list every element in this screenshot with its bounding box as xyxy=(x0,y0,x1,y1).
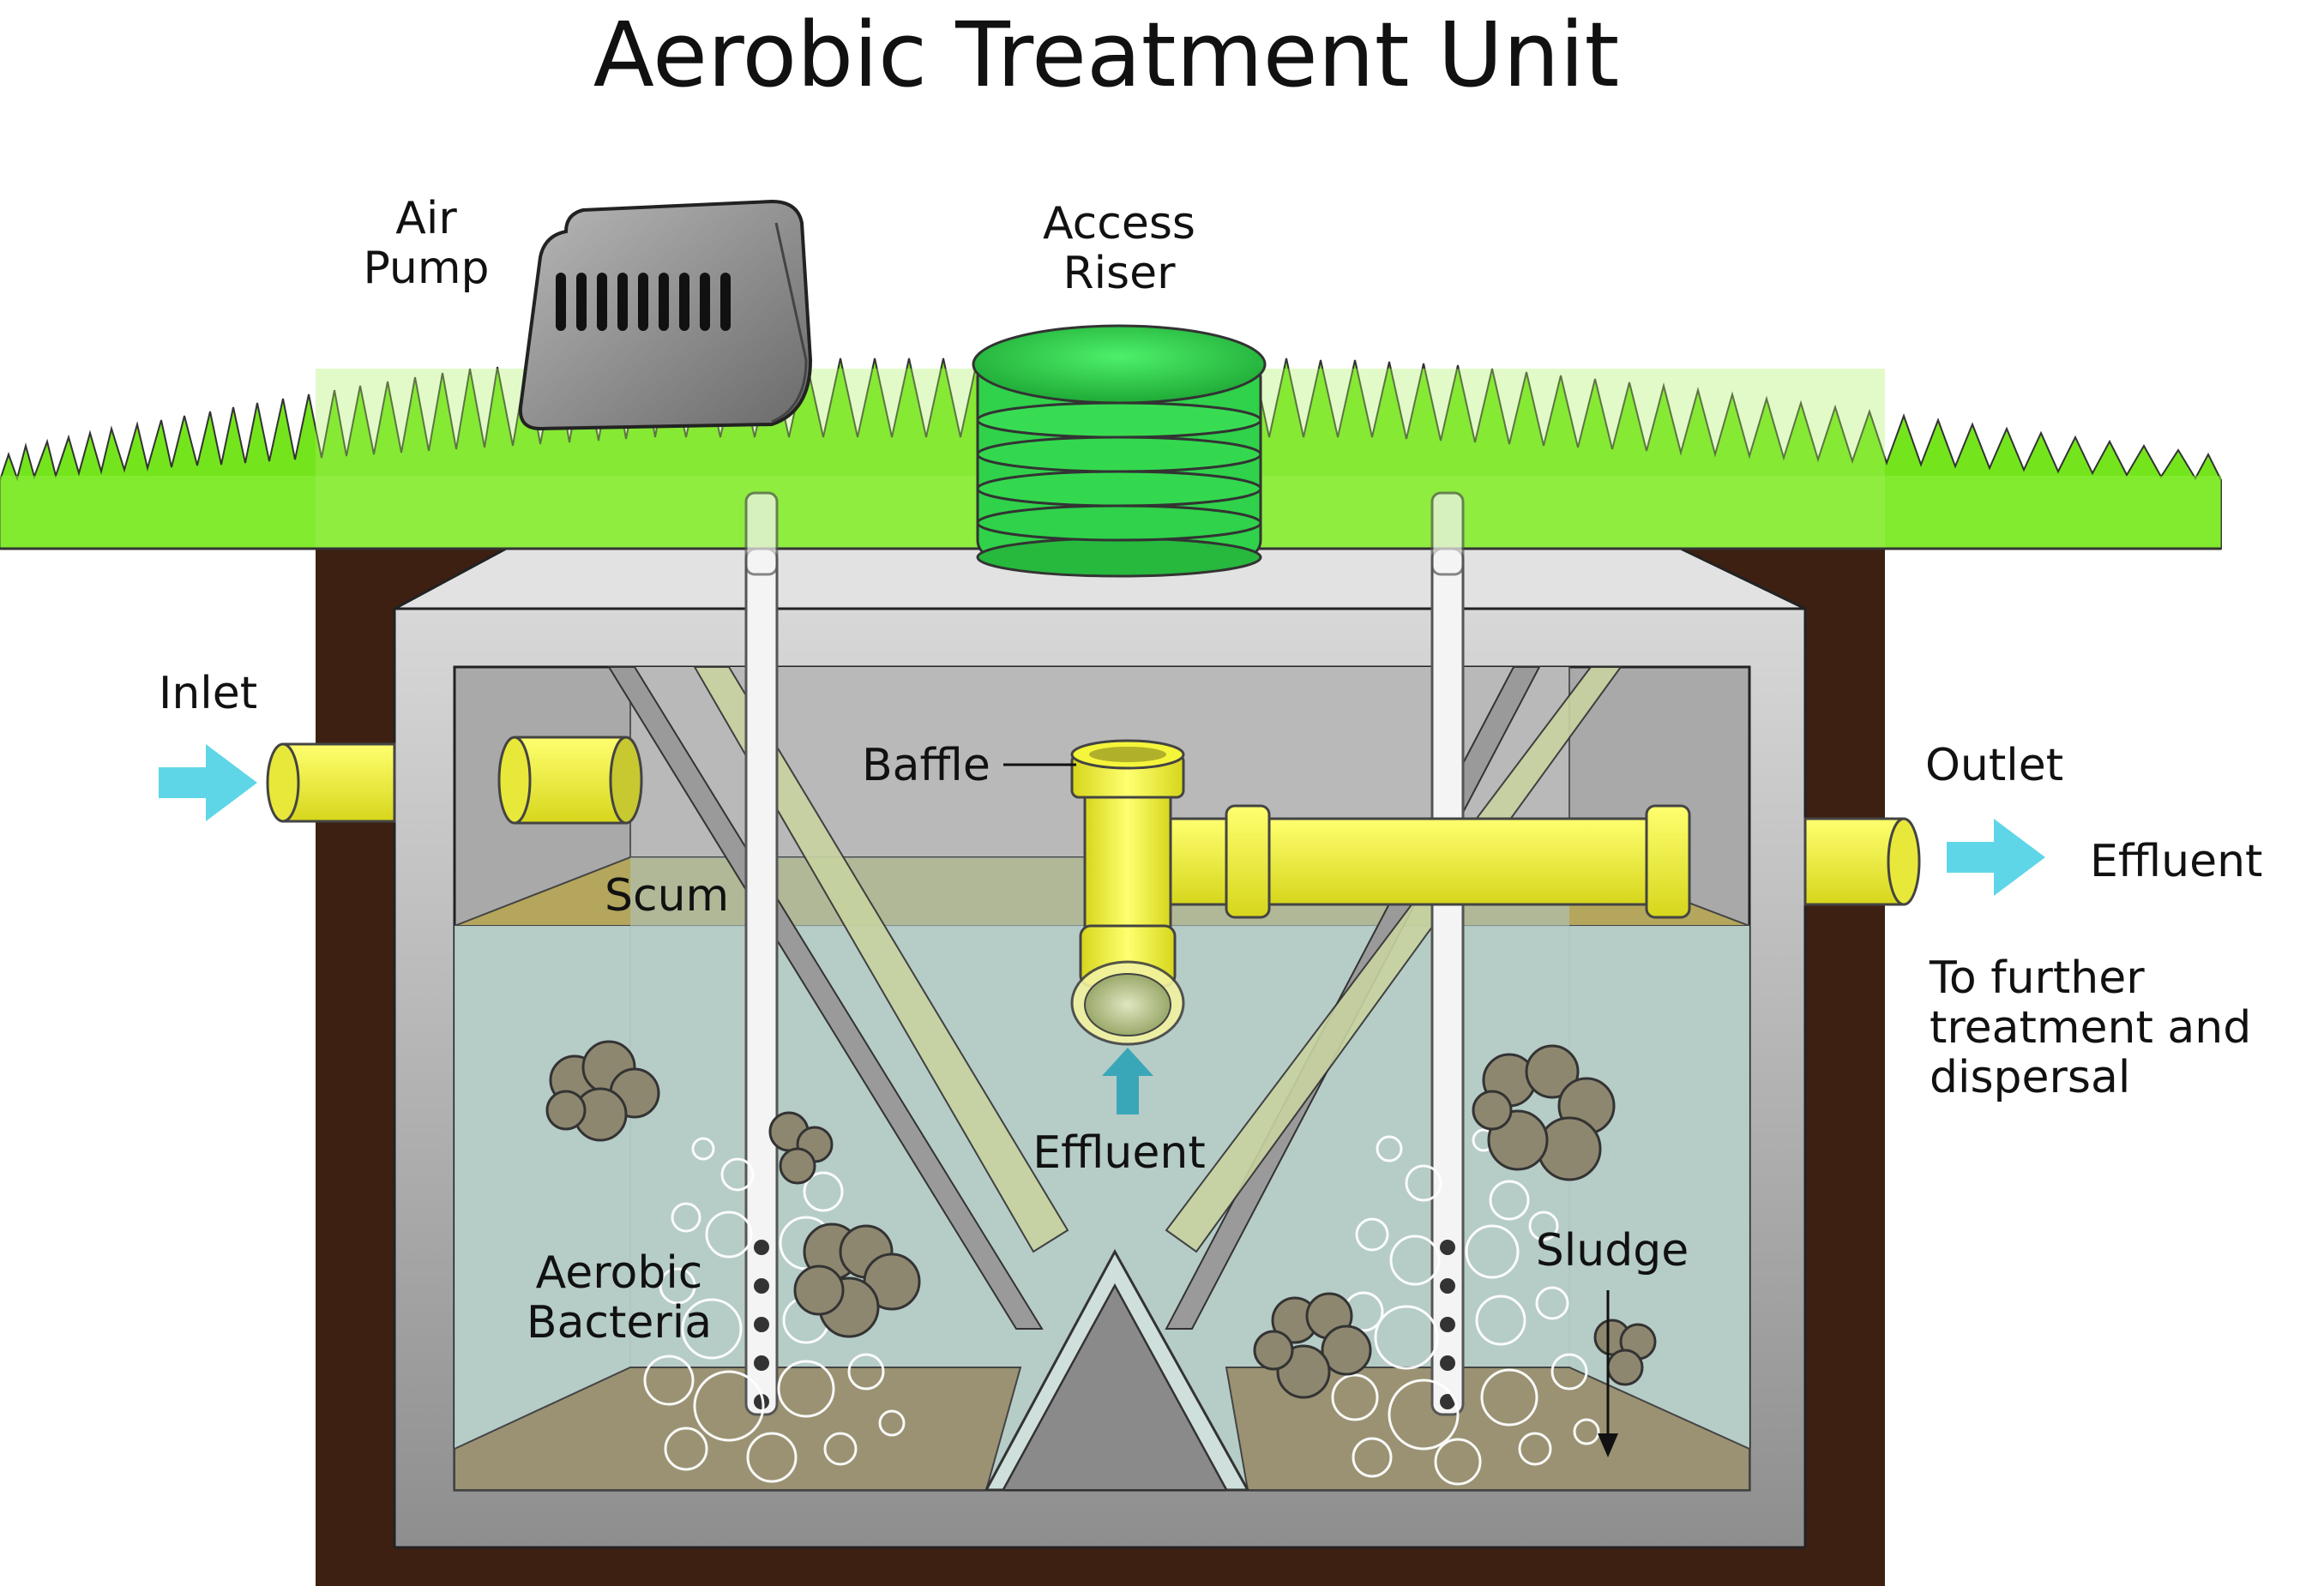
further-treatment-line3: dispersal xyxy=(1930,1052,2130,1103)
effluent-inner-label: Effluent xyxy=(1033,1127,1205,1179)
access-riser-label-line1: Access xyxy=(1043,198,1195,249)
access-riser xyxy=(973,326,1265,576)
further-treatment-line1: To further xyxy=(1929,952,2145,1004)
baffle-label: Baffle xyxy=(862,740,990,791)
effluent-out-label: Effluent xyxy=(2090,836,2262,887)
outlet-pipe xyxy=(1153,806,1919,917)
diagram-title: Aerobic Treatment Unit xyxy=(593,3,1620,107)
sludge-label: Sludge xyxy=(1536,1225,1689,1277)
air-pump xyxy=(521,201,810,429)
effluent-out-arrow xyxy=(1947,819,2045,896)
inlet-arrow xyxy=(159,744,257,821)
outlet-label: Outlet xyxy=(1925,740,2063,791)
aerobic-bacteria-label-line2: Bacteria xyxy=(527,1297,712,1349)
access-riser-label-line2: Riser xyxy=(1063,248,1176,299)
inlet-label: Inlet xyxy=(159,668,257,719)
scum-label: Scum xyxy=(605,870,729,922)
baffle-tee xyxy=(1072,741,1183,1044)
aerobic-bacteria-label-line1: Aerobic xyxy=(536,1247,703,1299)
air-pump-label-line1: Air xyxy=(395,193,457,244)
air-pump-label-line2: Pump xyxy=(363,243,489,294)
further-treatment-line2: treatment and xyxy=(1930,1002,2251,1054)
